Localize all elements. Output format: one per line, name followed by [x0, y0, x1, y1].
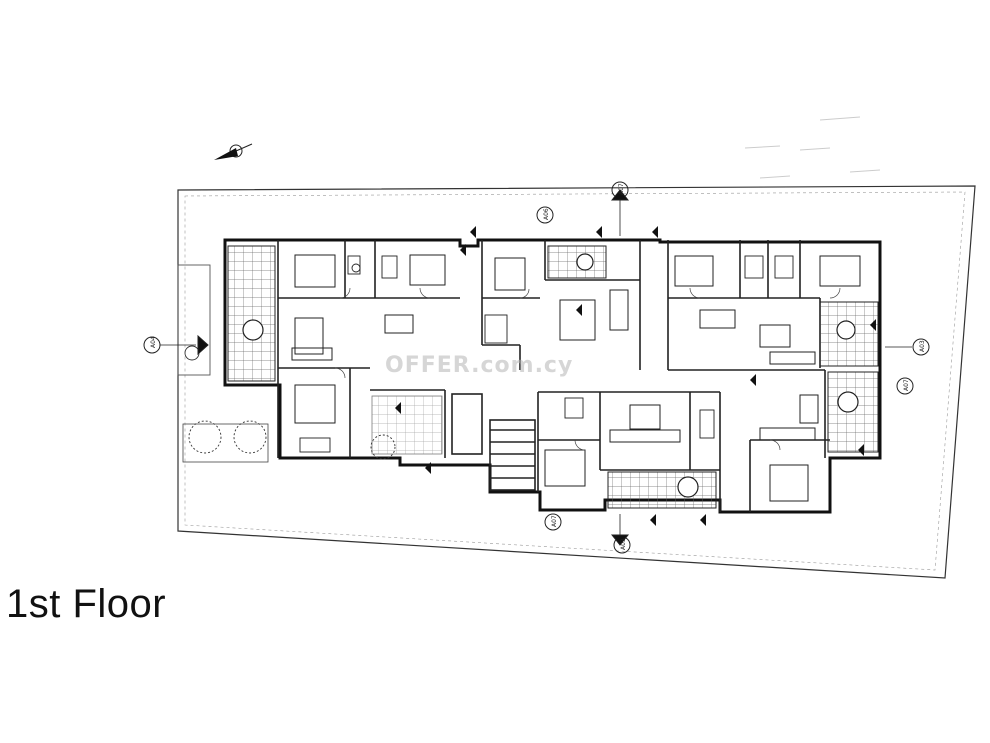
site-boundary-inner — [184, 191, 966, 571]
planter-strip — [182, 423, 269, 463]
bathroom-fixtures — [299, 255, 794, 453]
balconies — [227, 245, 879, 509]
left-annex — [177, 264, 211, 376]
interior-walls — [277, 240, 830, 512]
tree-icon — [184, 345, 396, 460]
section-cut-lines — [160, 200, 912, 535]
section-label-top: A06 — [543, 208, 550, 220]
section-label-top2: A07 — [618, 183, 625, 195]
section-label-right: A03 — [919, 340, 926, 352]
north-arrow-icon — [214, 143, 253, 160]
beds — [294, 254, 861, 502]
section-label-right2: A07 — [903, 379, 910, 391]
faint-marks — [744, 116, 881, 179]
section-label-bottom2: A03 — [620, 538, 627, 550]
site-boundary — [177, 185, 976, 579]
furniture — [291, 289, 819, 443]
section-label-bottom: A07 — [551, 515, 558, 527]
watermark: OFFER.com.cy — [385, 353, 574, 378]
level-markers — [395, 226, 876, 526]
door-swings — [334, 287, 841, 451]
page-title: 1st Floor — [6, 582, 167, 626]
table-icon — [242, 253, 859, 498]
section-labels: A04 A06 A07 A07 A03 A03 A07 — [150, 183, 926, 550]
section-label-left: A04 — [150, 336, 157, 348]
